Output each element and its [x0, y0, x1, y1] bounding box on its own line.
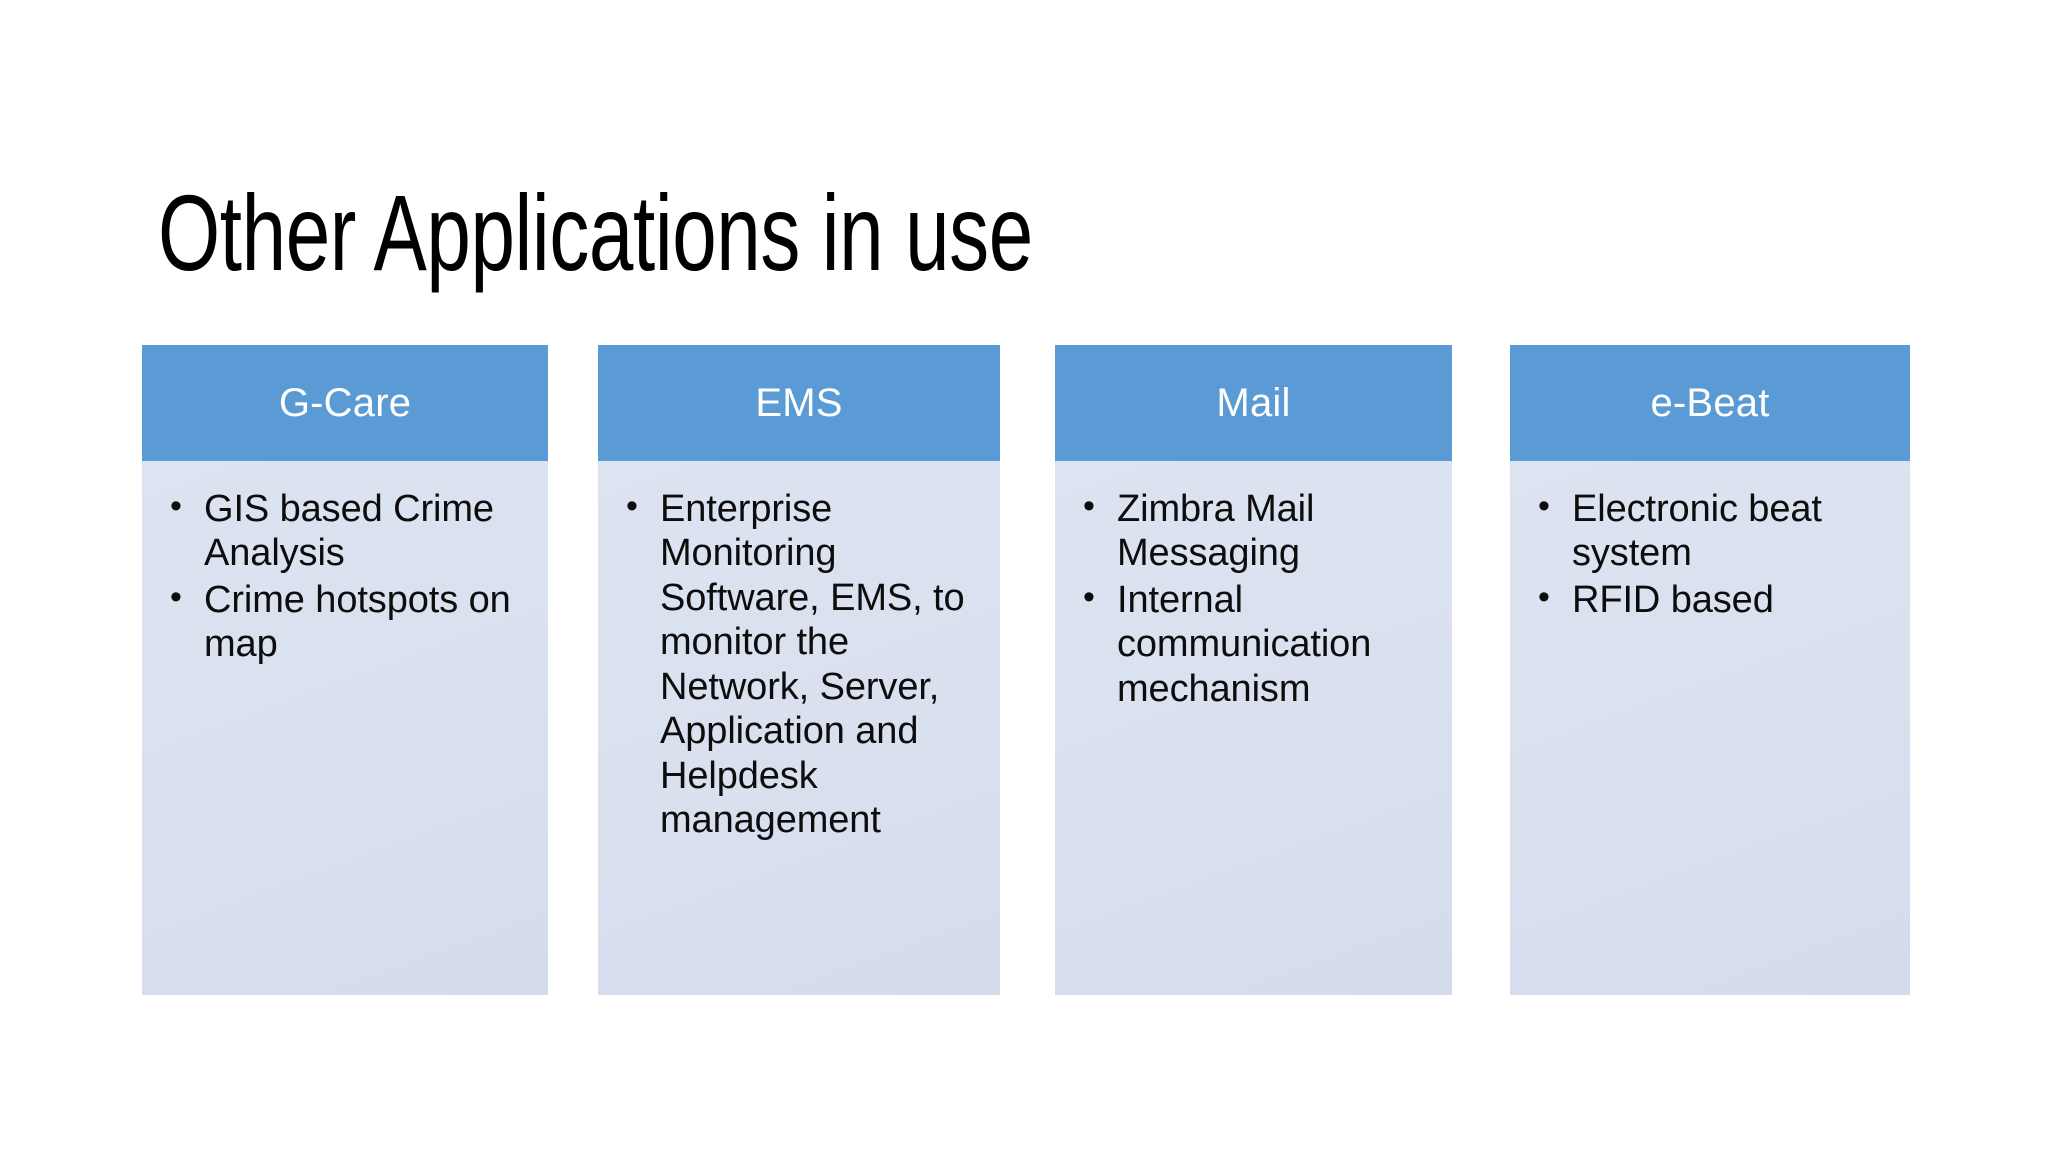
application-card-mail[interactable]: Mail Zimbra Mail Messaging Internal comm…: [1055, 345, 1452, 995]
bullet-list-ems: Enterprise Monitoring Software, EMS, to …: [612, 486, 986, 843]
list-item: Zimbra Mail Messaging: [1083, 486, 1438, 576]
list-item: GIS based Crime Analysis: [170, 486, 534, 576]
card-header-e-beat: e-Beat: [1510, 345, 1910, 461]
page-title: Other Applications in use: [158, 172, 1033, 294]
card-header-mail: Mail: [1055, 345, 1452, 461]
list-item: Crime hotspots on map: [170, 577, 534, 667]
card-body-ems: Enterprise Monitoring Software, EMS, to …: [598, 461, 1000, 995]
card-gap-3: [1452, 345, 1510, 995]
card-body-e-beat: Electronic beat system RFID based: [1510, 461, 1910, 995]
list-item: RFID based: [1538, 577, 1896, 622]
bullet-list-g-care: GIS based Crime Analysis Crime hotspots …: [156, 486, 534, 667]
card-header-ems: EMS: [598, 345, 1000, 461]
bullet-list-mail: Zimbra Mail Messaging Internal communica…: [1069, 486, 1438, 711]
application-card-row: G-Care GIS based Crime Analysis Crime ho…: [142, 345, 1910, 995]
application-card-e-beat[interactable]: e-Beat Electronic beat system RFID based: [1510, 345, 1910, 995]
card-header-g-care: G-Care: [142, 345, 548, 461]
list-item: Internal communication mechanism: [1083, 577, 1438, 711]
list-item: Enterprise Monitoring Software, EMS, to …: [626, 486, 986, 843]
card-gap-1: [548, 345, 598, 995]
card-gap-2: [1000, 345, 1055, 995]
list-item: Electronic beat system: [1538, 486, 1896, 576]
application-card-g-care[interactable]: G-Care GIS based Crime Analysis Crime ho…: [142, 345, 548, 995]
bullet-list-e-beat: Electronic beat system RFID based: [1524, 486, 1896, 622]
card-body-g-care: GIS based Crime Analysis Crime hotspots …: [142, 461, 548, 995]
card-body-mail: Zimbra Mail Messaging Internal communica…: [1055, 461, 1452, 995]
application-card-ems[interactable]: EMS Enterprise Monitoring Software, EMS,…: [598, 345, 1000, 995]
